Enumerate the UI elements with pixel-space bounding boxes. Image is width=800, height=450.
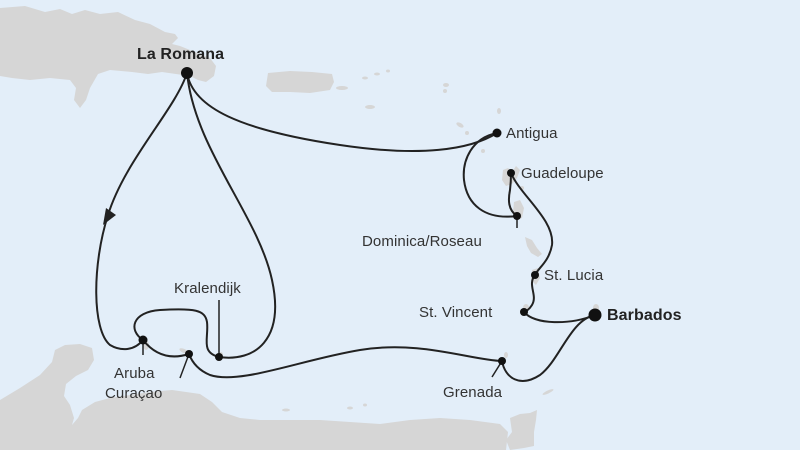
route-grenada-curacao xyxy=(188,346,503,379)
port-marker-barbados[interactable] xyxy=(588,308,602,322)
port-label-dominica: Dominica/Roseau xyxy=(362,233,482,250)
land-gonave xyxy=(3,51,25,61)
land-virgin-islands-2 xyxy=(374,72,380,76)
route-kralendijk-la-romana xyxy=(186,72,277,359)
leader-curacao xyxy=(179,353,190,379)
land-south-america xyxy=(0,344,508,450)
port-marker-curacao[interactable] xyxy=(185,350,193,358)
land-islet-2 xyxy=(363,403,367,407)
land-st-martin xyxy=(443,89,447,93)
port-layer xyxy=(138,67,602,365)
port-label-st-vincent: St. Vincent xyxy=(419,304,493,321)
route-antigua-dominica xyxy=(462,132,518,218)
land-montserrat xyxy=(481,149,485,153)
port-label-aruba: Aruba xyxy=(114,365,155,382)
port-label-kralendijk: Kralendijk xyxy=(174,280,241,297)
land-layer xyxy=(0,6,599,450)
land-margarita xyxy=(282,408,290,412)
port-label-la-romana: La Romana xyxy=(137,46,225,63)
land-hispaniola xyxy=(0,6,216,108)
route-guadeloupe-st-lucia xyxy=(510,172,554,276)
land-vieques xyxy=(336,86,348,90)
route-la-romana-antigua xyxy=(186,72,498,152)
port-marker-kralendijk[interactable] xyxy=(215,353,223,361)
route-layer xyxy=(95,72,596,382)
route-barbados-grenada xyxy=(501,314,596,382)
port-marker-dominica[interactable] xyxy=(513,212,521,220)
port-label-st-lucia: St. Lucia xyxy=(544,267,604,284)
port-marker-st-lucia[interactable] xyxy=(531,271,539,279)
land-virgin-islands-3 xyxy=(386,69,390,73)
port-marker-aruba[interactable] xyxy=(138,335,148,345)
land-martinique xyxy=(525,237,542,257)
land-puerto-rico xyxy=(266,71,334,93)
port-label-barbados: Barbados xyxy=(607,307,682,324)
land-trinidad xyxy=(506,410,537,450)
route-curacao-aruba xyxy=(142,339,190,358)
land-nevis xyxy=(465,131,469,135)
port-marker-guadeloupe[interactable] xyxy=(507,169,515,177)
port-label-guadeloupe: Guadeloupe xyxy=(521,165,604,182)
port-marker-grenada[interactable] xyxy=(498,357,506,365)
land-st-croix xyxy=(365,105,375,109)
arrow-icon xyxy=(103,208,116,225)
land-anguilla xyxy=(443,83,449,87)
port-marker-antigua[interactable] xyxy=(492,128,502,138)
port-label-curacao: Curaçao xyxy=(105,385,163,402)
port-label-antigua: Antigua xyxy=(506,125,558,142)
port-label-grenada: Grenada xyxy=(443,384,503,401)
land-grenada xyxy=(504,352,508,358)
port-marker-la-romana[interactable] xyxy=(181,67,193,79)
route-aruba-kralendijk xyxy=(133,308,220,358)
land-barbuda xyxy=(497,108,501,114)
land-tobago xyxy=(542,389,554,395)
route-la-romana-aruba xyxy=(95,72,188,351)
land-st-kitts xyxy=(456,122,464,128)
port-marker-st-vincent[interactable] xyxy=(520,308,528,316)
land-virgin-islands xyxy=(362,76,368,80)
land-islet xyxy=(347,406,353,410)
